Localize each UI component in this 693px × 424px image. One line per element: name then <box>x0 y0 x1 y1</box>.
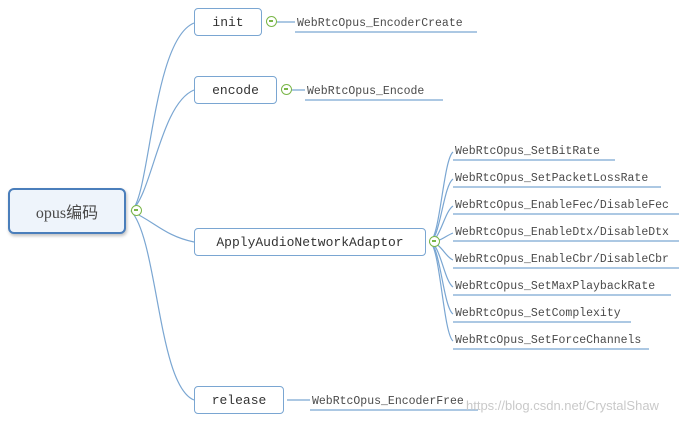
branch-node-adaptor-label: ApplyAudioNetworkAdaptor <box>216 234 404 250</box>
collapse-toggle-encode[interactable] <box>281 84 292 95</box>
link-root-release <box>130 210 195 401</box>
leaf-node-label: WebRtcOpus_EnableDtx/DisableDtx <box>455 226 669 239</box>
leaf-node-encode[interactable]: WebRtcOpus_Encode <box>305 83 443 100</box>
branch-node-encode-label: encode <box>212 82 259 98</box>
link-adaptor-leaf-2 <box>428 178 454 243</box>
leaf-node-set-force-channels[interactable]: WebRtcOpus_SetForceChannels <box>453 332 651 349</box>
collapse-toggle-adaptor[interactable] <box>429 236 440 247</box>
leaf-node-enable-fec[interactable]: WebRtcOpus_EnableFec/DisableFec <box>453 197 681 214</box>
link-adaptor-leaf-8 <box>428 241 454 342</box>
leaf-node-label: WebRtcOpus_EncoderFree <box>312 395 464 408</box>
branch-node-release-label: release <box>211 392 267 408</box>
branch-node-init-label: init <box>212 14 244 30</box>
link-root-encode <box>130 89 195 212</box>
link-adaptor-leaf-6 <box>428 241 454 288</box>
leaf-node-set-complexity[interactable]: WebRtcOpus_SetComplexity <box>453 305 631 322</box>
branch-node-encode[interactable]: encode <box>194 76 277 104</box>
leaf-node-set-max-playback-rate[interactable]: WebRtcOpus_SetMaxPlaybackRate <box>453 278 673 295</box>
link-adaptor-leaf-1 <box>428 151 454 243</box>
leaf-node-encoder-create[interactable]: WebRtcOpus_EncoderCreate <box>295 15 477 32</box>
collapse-toggle-root[interactable] <box>131 205 142 216</box>
branch-node-apply-audio-network-adaptor[interactable]: ApplyAudioNetworkAdaptor <box>194 228 426 256</box>
leaf-node-enable-cbr[interactable]: WebRtcOpus_EnableCbr/DisableCbr <box>453 251 681 268</box>
leaf-node-label: WebRtcOpus_Encode <box>307 85 425 98</box>
leaf-node-enable-dtx[interactable]: WebRtcOpus_EnableDtx/DisableDtx <box>453 224 681 241</box>
watermark: https://blog.csdn.net/CrystalShaw <box>466 398 659 413</box>
link-adaptor-leaf-7 <box>428 241 454 315</box>
leaf-node-label: WebRtcOpus_SetComplexity <box>455 307 621 320</box>
link-root-init <box>130 22 195 212</box>
root-node-label: opus编码 <box>35 205 99 222</box>
collapse-toggle-init[interactable] <box>266 16 277 27</box>
leaf-node-label: WebRtcOpus_SetForceChannels <box>455 334 642 347</box>
leaf-node-label: WebRtcOpus_EnableFec/DisableFec <box>455 199 669 212</box>
leaf-node-set-bit-rate[interactable]: WebRtcOpus_SetBitRate <box>453 143 615 160</box>
leaf-node-set-packet-loss-rate[interactable]: WebRtcOpus_SetPacketLossRate <box>453 170 663 187</box>
link-root-adaptor <box>130 210 195 243</box>
leaf-node-label: WebRtcOpus_SetBitRate <box>455 145 600 158</box>
leaf-node-label: WebRtcOpus_EncoderCreate <box>297 17 463 30</box>
branch-node-release[interactable]: release <box>194 386 284 414</box>
leaf-node-label: WebRtcOpus_SetPacketLossRate <box>455 172 649 185</box>
branch-node-init[interactable]: init <box>194 8 262 36</box>
leaf-node-label: WebRtcOpus_SetMaxPlaybackRate <box>455 280 656 293</box>
leaf-node-label: WebRtcOpus_EnableCbr/DisableCbr <box>455 253 669 266</box>
leaf-node-encoder-free[interactable]: WebRtcOpus_EncoderFree <box>310 393 478 410</box>
root-node[interactable]: opus编码 <box>8 188 126 234</box>
